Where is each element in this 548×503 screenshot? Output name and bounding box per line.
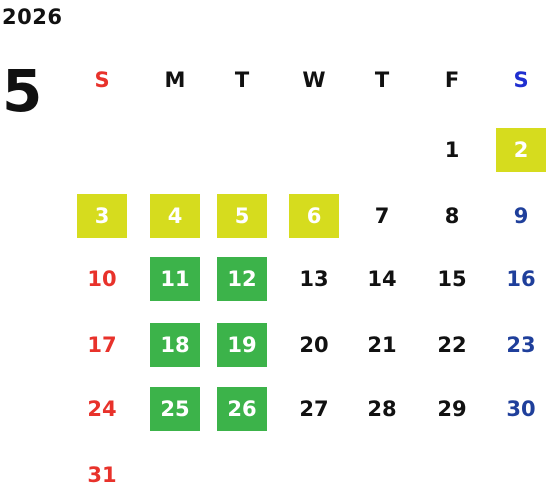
day-cell[interactable]: 20 <box>299 333 329 357</box>
day-cell[interactable]: 16 <box>506 267 536 291</box>
day-cell[interactable]: 22 <box>437 333 467 357</box>
year-label: 2026 <box>2 5 63 29</box>
day-cell[interactable]: 31 <box>87 463 117 487</box>
day-cell[interactable]: 8 <box>444 204 460 228</box>
day-cell[interactable]: 5 <box>217 194 267 238</box>
weekday-label: W <box>302 68 326 92</box>
weekday-label: T <box>374 68 390 92</box>
day-cell[interactable]: 21 <box>367 333 397 357</box>
day-cell[interactable]: 28 <box>367 397 397 421</box>
day-cell[interactable]: 2 <box>496 128 546 172</box>
day-cell[interactable]: 7 <box>374 204 390 228</box>
weekday-label: S <box>94 68 110 92</box>
day-cell[interactable]: 11 <box>150 257 200 301</box>
day-cell[interactable]: 17 <box>87 333 117 357</box>
day-cell[interactable]: 6 <box>289 194 339 238</box>
day-cell[interactable]: 9 <box>513 204 529 228</box>
day-cell[interactable]: 15 <box>437 267 467 291</box>
weekday-label: T <box>234 68 250 92</box>
day-cell[interactable]: 19 <box>217 323 267 367</box>
day-cell[interactable]: 24 <box>87 397 117 421</box>
day-cell[interactable]: 14 <box>367 267 397 291</box>
month-label: 5 <box>2 57 43 125</box>
day-cell[interactable]: 25 <box>150 387 200 431</box>
day-cell[interactable]: 18 <box>150 323 200 367</box>
day-cell[interactable]: 12 <box>217 257 267 301</box>
day-cell[interactable]: 3 <box>77 194 127 238</box>
weekday-label: S <box>513 68 529 92</box>
weekday-label: F <box>444 68 460 92</box>
day-cell[interactable]: 4 <box>150 194 200 238</box>
weekday-label: M <box>164 68 186 92</box>
day-cell[interactable]: 13 <box>299 267 329 291</box>
day-cell[interactable]: 23 <box>506 333 536 357</box>
day-cell[interactable]: 26 <box>217 387 267 431</box>
day-cell[interactable]: 27 <box>299 397 329 421</box>
day-cell[interactable]: 1 <box>444 138 460 162</box>
day-cell[interactable]: 10 <box>87 267 117 291</box>
day-cell[interactable]: 29 <box>437 397 467 421</box>
day-cell[interactable]: 30 <box>506 397 536 421</box>
